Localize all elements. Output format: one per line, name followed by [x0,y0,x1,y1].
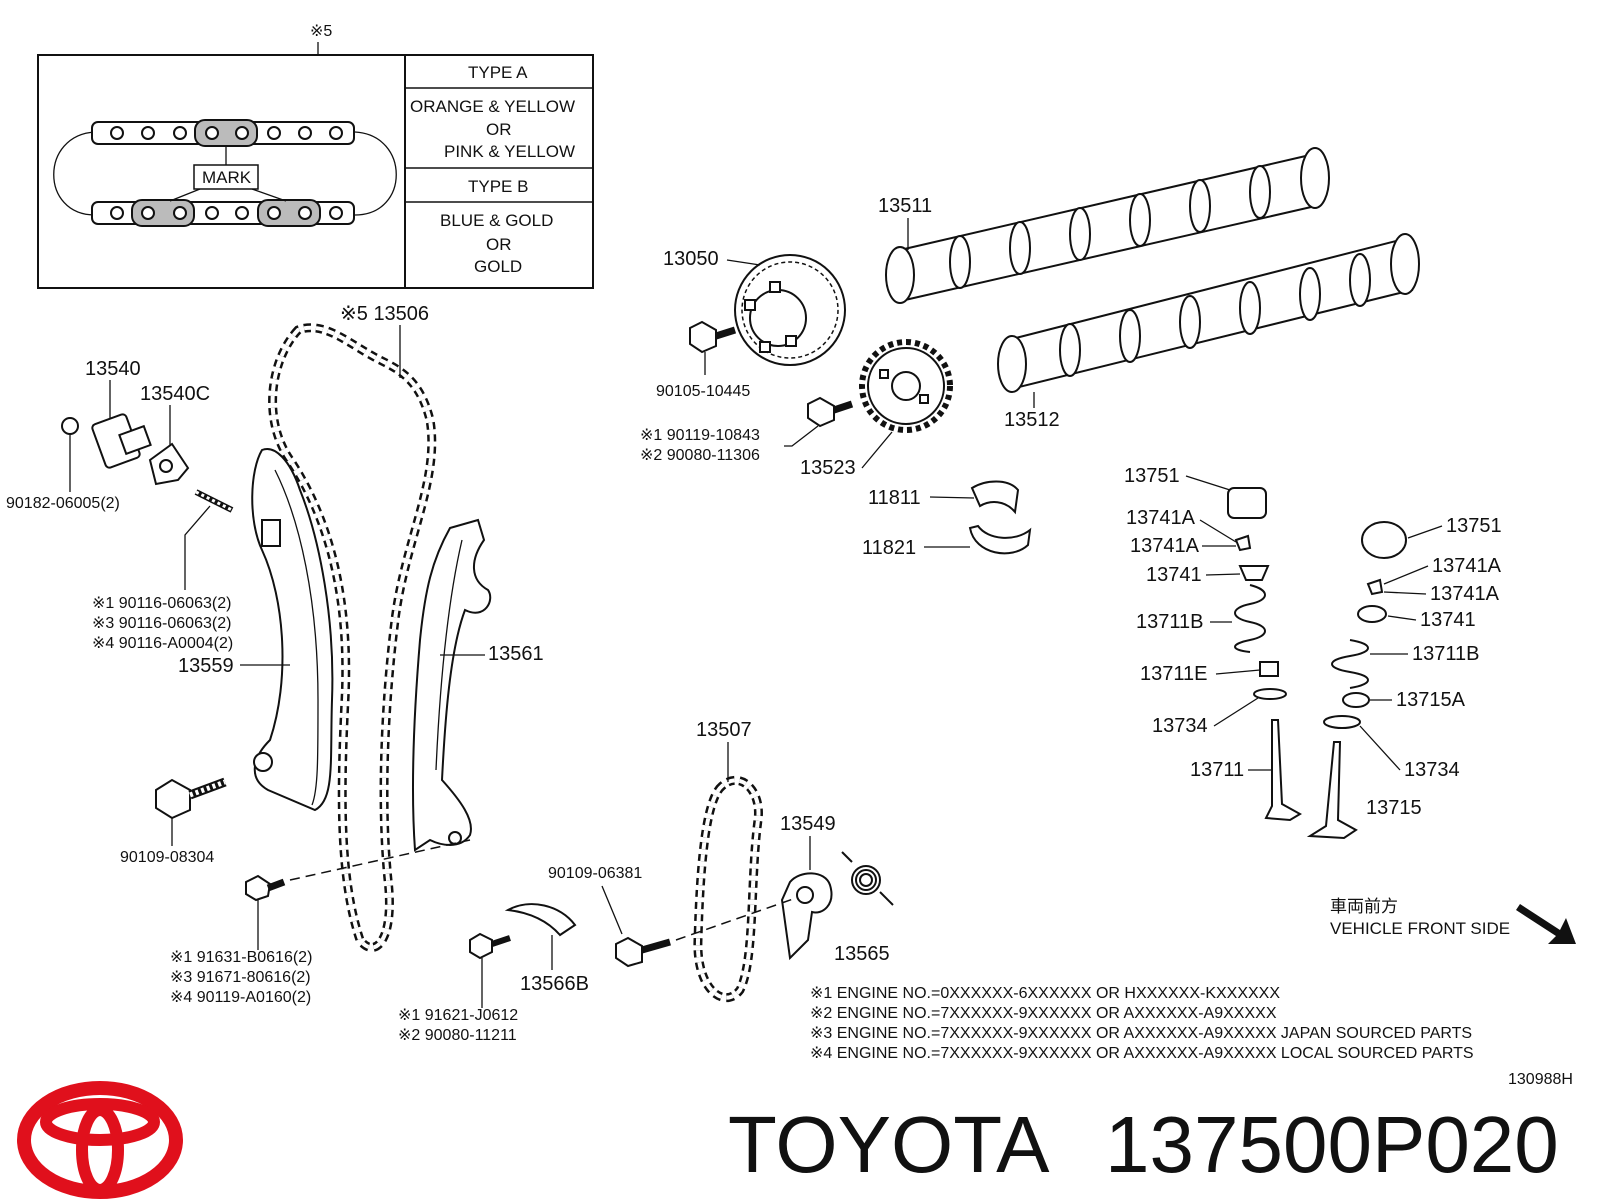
label-13523: 13523 [800,457,856,479]
valve-lifter-13751-right [1361,521,1407,559]
vehicle-front-indicator: 車両前方 VEHICLE FRONT SIDE [1330,897,1576,944]
note-4: ※4 ENGINE NO.=7XXXXXX-9XXXXXX OR AXXXXXX… [810,1045,1474,1062]
label-11811: 11811 [868,487,921,509]
type-b-line1: BLUE & GOLD [440,211,553,230]
front-arrow-icon [1516,904,1576,944]
inset-ref-note: ※5 [310,23,332,40]
label-13559: 13559 [178,655,234,677]
timing-chain-13506 [268,323,437,952]
front-en: VEHICLE FRONT SIDE [1330,919,1510,938]
label-13506: ※5 13506 [340,303,429,325]
bolt-90109-08304 [155,777,227,820]
stud-bolt-90116 [194,489,234,513]
bearing-11811 [970,480,1020,515]
camshaft-timing-gear-13050 [734,254,846,366]
camshaft-13512 [997,233,1420,393]
label-13511: 13511 [878,195,932,217]
label-90119-10843: ※1 90119-10843 [640,427,760,444]
label-91621: ※1 91621-J0612 [398,1007,518,1024]
bearing-11821 [968,524,1032,555]
part-number: 137500P020 [1105,1100,1559,1189]
label-90109-06381: 90109-06381 [548,865,642,882]
valve-train-left [1227,487,1302,822]
label-90080-11211: ※2 90080-11211 [398,1027,517,1044]
valve-train-right [1306,521,1407,840]
label-13741a-l2: 13741A [1130,535,1200,557]
label-90109-08304: 90109-08304 [120,849,214,866]
front-jp: 車両前方 [1330,897,1398,916]
label-13711: 13711 [1190,759,1244,781]
bolt-90109-06381 [615,897,797,968]
label-13751-l: 13751 [1124,465,1180,487]
chain-tensioner-13540 [61,413,152,469]
label-90080-11306: ※2 90080-11306 [640,447,760,464]
type-b-label: TYPE B [468,177,528,196]
label-13561: 13561 [488,643,544,665]
label-13751-r: 13751 [1446,515,1502,537]
label-13050: 13050 [663,248,719,270]
type-a-label: TYPE A [468,63,528,82]
diagram-code: 130988H [1508,1071,1573,1088]
label-13711b-l: 13711B [1136,611,1203,633]
label-11821: 11821 [862,537,916,559]
label-90119: ※4 90119-A0160(2) [170,989,311,1006]
bolt-91621 [469,932,511,960]
camshaft-sprocket-13523 [859,339,953,433]
chain-guide-13561 [411,518,492,852]
label-13741-r: 13741 [1420,609,1476,631]
label-13566b: 13566B [520,973,589,995]
label-91631: ※1 91631-B0616(2) [170,949,312,966]
damper-13566b [504,903,577,937]
bolt-90105-10445 [689,320,737,354]
label-13507: 13507 [696,719,752,741]
note-3: ※3 ENGINE NO.=7XXXXXX-9XXXXXX OR AXXXXXX… [810,1025,1472,1042]
inset-frame [37,54,594,289]
chain-links-lower [91,199,355,227]
bolt-90119-10843 [807,396,854,428]
bolt-91631 [245,839,471,902]
label-13565: 13565 [834,943,890,965]
label-13741a-r2: 13741A [1430,583,1500,605]
label-13711b-r: 13711B [1412,643,1479,665]
label-13540: 13540 [85,358,141,380]
chain-mark-inset: ※5 [37,23,594,289]
label-13734-r: 13734 [1404,759,1460,781]
chain-tensioner-plate-13549 [780,872,833,961]
label-13711e: 13711E [1140,663,1207,685]
label-13715a: 13715A [1396,689,1466,711]
label-90116-4: ※4 90116-A0004(2) [92,635,233,652]
label-13734-l: 13734 [1152,715,1208,737]
label-13741a-l1: 13741A [1126,507,1196,529]
camshaft-13511 [885,147,1330,304]
type-b-line3: GOLD [474,257,522,276]
valve-lifter-13751-left [1227,487,1267,519]
label-90116-1: ※1 90116-06063(2) [92,595,231,612]
brand-name: TOYOTA [728,1100,1050,1189]
toyota-logo [17,1081,183,1199]
chain-slipper-13559 [251,448,334,812]
note-1: ※1 ENGINE NO.=0XXXXXX-6XXXXXX OR HXXXXXX… [810,985,1280,1002]
mark-label: MARK [202,168,252,187]
label-90105: 90105-10445 [656,383,750,400]
note-2: ※2 ENGINE NO.=7XXXXXX-9XXXXXX OR AXXXXXX… [810,1005,1277,1022]
type-a-line2: OR [486,120,512,139]
type-b-line2: OR [486,235,512,254]
label-13549: 13549 [780,813,836,835]
type-a-line3: PINK & YELLOW [444,142,575,161]
label-90116-3: ※3 90116-06063(2) [92,615,231,632]
oil-pump-chain-13507 [693,776,763,1003]
type-a-line1: ORANGE & YELLOW [410,97,575,116]
tensioner-gasket-13540c [148,442,190,486]
label-13540c: 13540C [140,383,210,405]
label-13741a-r1: 13741A [1432,555,1502,577]
label-13741-l: 13741 [1146,564,1202,586]
label-13715: 13715 [1366,797,1422,819]
label-13512: 13512 [1004,409,1060,431]
spring-13565 [841,851,894,906]
label-91671: ※3 91671-80616(2) [170,969,311,986]
chain-links-upper [91,119,355,147]
label-90182: 90182-06005(2) [6,495,120,512]
